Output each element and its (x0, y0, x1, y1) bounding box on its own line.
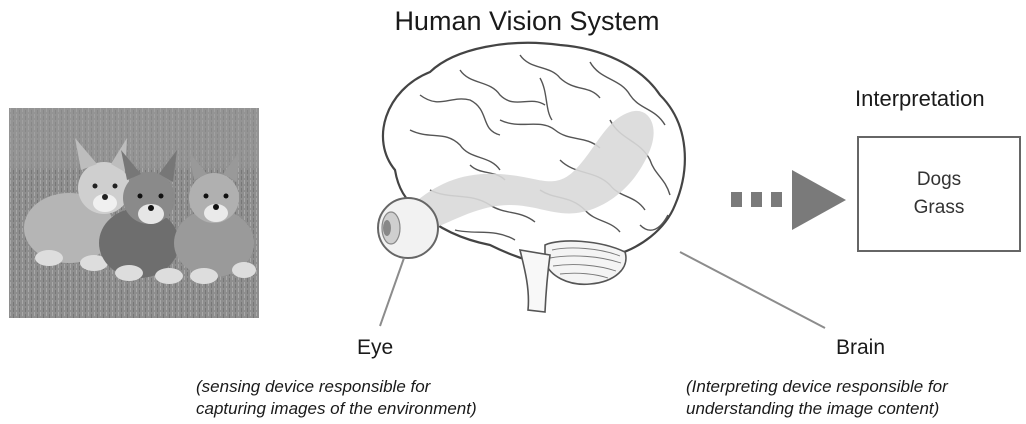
brain-description-line-2: understanding the image content) (686, 398, 948, 420)
interpretation-item-dogs: Dogs (917, 166, 961, 194)
interpretation-box: Dogs Grass (857, 136, 1021, 252)
interpretation-label: Interpretation (855, 86, 985, 112)
eye-description-line-2: capturing images of the environment) (196, 398, 477, 420)
brain-label: Brain (836, 336, 885, 360)
brain-stem (520, 250, 550, 312)
eye-pointer-line (380, 258, 404, 326)
brain-pointer-line (680, 252, 825, 328)
brain-description: (Interpreting device responsible for und… (686, 376, 948, 420)
dotted-arrow-icon (731, 170, 846, 230)
interpretation-item-grass: Grass (914, 194, 965, 222)
eye-description: (sensing device responsible for capturin… (196, 376, 477, 420)
eye-label: Eye (357, 336, 393, 360)
eye-icon (378, 198, 438, 258)
cerebellum (545, 241, 626, 284)
eye-description-line-1: (sensing device responsible for (196, 376, 477, 398)
brain-description-line-1: (Interpreting device responsible for (686, 376, 948, 398)
